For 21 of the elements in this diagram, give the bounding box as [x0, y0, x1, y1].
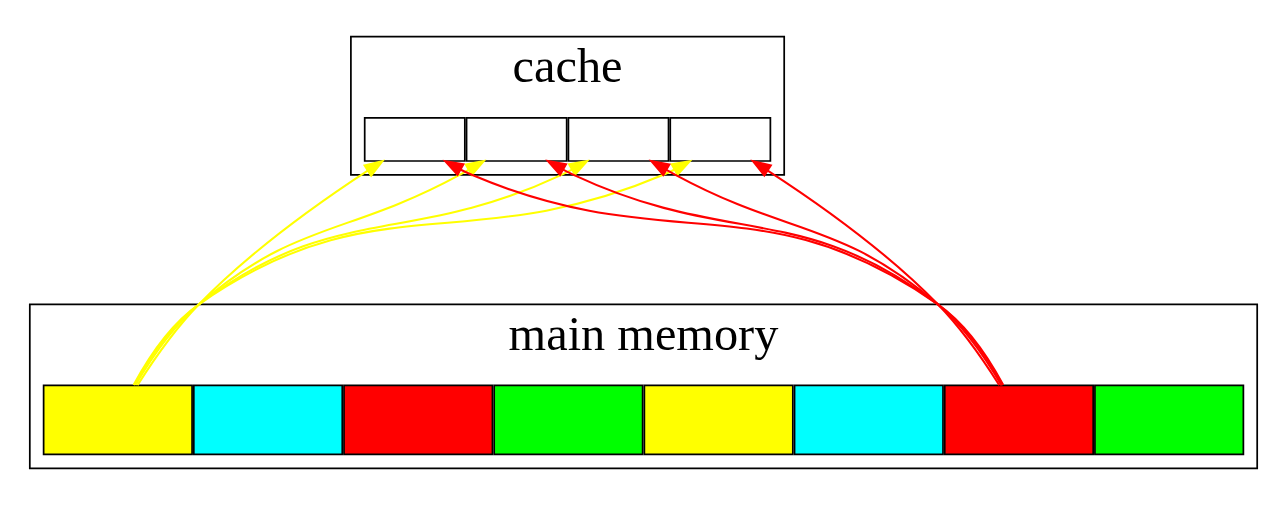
- node-box: [343, 384, 494, 456]
- cluster: main memory: [28, 303, 1259, 470]
- node-box: [42, 384, 193, 456]
- arrow: [134, 159, 487, 386]
- node-box: [943, 384, 1095, 456]
- arrow: [132, 159, 693, 386]
- node-box: [1094, 384, 1245, 456]
- node-box: [643, 384, 794, 456]
- node-box: [567, 117, 670, 162]
- arrow: [133, 159, 590, 386]
- node-box: [363, 117, 466, 162]
- node-box: [669, 117, 772, 162]
- node-box: [793, 384, 944, 456]
- node-box: [493, 384, 644, 456]
- node-box: [465, 117, 568, 162]
- arrow: [545, 159, 1004, 386]
- arrow: [648, 159, 1003, 386]
- arrow: [442, 159, 1005, 386]
- arrow: [136, 159, 385, 386]
- node-box: [192, 384, 344, 456]
- arrow: [750, 159, 1001, 386]
